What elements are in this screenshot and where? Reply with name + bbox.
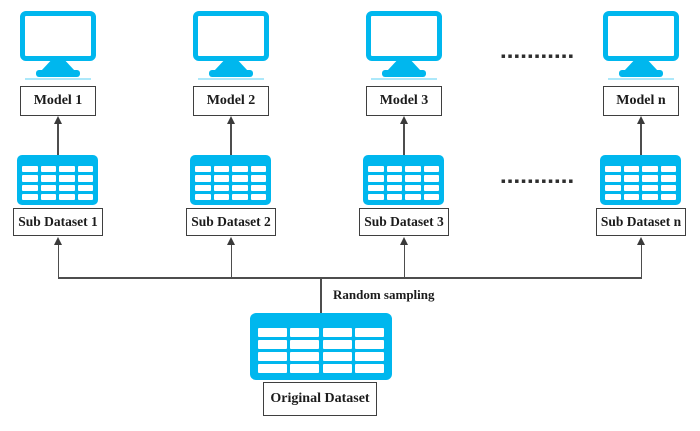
monitor-base [209, 70, 253, 77]
computer-monitor-icon [366, 11, 442, 81]
connector-feed-line [320, 277, 322, 314]
monitor-shadow [371, 78, 437, 80]
arrowhead-up-icon [399, 116, 408, 124]
sub-dataset-table-icon [363, 155, 444, 205]
ensemble-column-n: Model n Sub Dataset n [596, 0, 686, 240]
computer-monitor-icon [193, 11, 269, 81]
original-dataset-table-icon [250, 313, 392, 380]
arrowhead-up-icon [637, 237, 645, 245]
arrowhead-up-icon [54, 237, 62, 245]
arrow-dataset-to-model [230, 122, 232, 156]
connector-branch-line-2 [230, 243, 233, 278]
monitor-stand [41, 59, 75, 71]
monitor-base [382, 70, 426, 77]
arrow-dataset-to-model [403, 122, 405, 156]
arrowhead-up-icon [400, 237, 408, 245]
original-dataset-box: Original Dataset [263, 382, 377, 416]
ellipsis-dots-datasets: ▪▪▪▪▪▪▪▪▪▪▪ [501, 177, 576, 185]
arrow-dataset-to-model [640, 122, 642, 156]
arrowhead-up-icon [227, 237, 235, 245]
sub-dataset-n-box: Sub Dataset n [596, 208, 686, 236]
monitor-stand [214, 59, 248, 71]
monitor-stand [624, 59, 658, 71]
model-n-box: Model n [603, 86, 679, 116]
arrowhead-up-icon [636, 116, 645, 124]
sub-dataset-3-box: Sub Dataset 3 [359, 208, 449, 236]
arrowhead-up-icon [226, 116, 235, 124]
model-2-box: Model 2 [193, 86, 269, 116]
connector-branch-line-1 [57, 243, 60, 278]
sub-dataset-table-icon [17, 155, 98, 205]
monitor-base [36, 70, 80, 77]
model-1-box: Model 1 [20, 86, 96, 116]
random-sampling-label: Random sampling [333, 287, 435, 302]
monitor-stand [387, 59, 421, 71]
monitor-screen [193, 11, 269, 61]
arrowhead-up-icon [53, 116, 62, 124]
monitor-screen [20, 11, 96, 61]
sub-dataset-1-box: Sub Dataset 1 [13, 208, 103, 236]
model-3-box: Model 3 [366, 86, 442, 116]
connector-branch-line-3 [403, 243, 406, 278]
monitor-shadow [608, 78, 674, 80]
computer-monitor-icon [20, 11, 96, 81]
monitor-shadow [198, 78, 264, 80]
monitor-shadow [25, 78, 91, 80]
ensemble-column-1: Model 1 Sub Dataset 1 [13, 0, 103, 240]
arrow-dataset-to-model [57, 122, 59, 156]
monitor-screen [603, 11, 679, 61]
connector-branch-line-n [640, 243, 643, 278]
computer-monitor-icon [603, 11, 679, 81]
ensemble-column-3: Model 3 Sub Dataset 3 [359, 0, 449, 240]
connector-horizontal-line [58, 277, 642, 279]
sub-dataset-table-icon [190, 155, 271, 205]
sub-dataset-table-icon [600, 155, 681, 205]
ellipsis-dots-models: ▪▪▪▪▪▪▪▪▪▪▪ [501, 52, 576, 60]
ensemble-column-2: Model 2 Sub Dataset 2 [186, 0, 276, 240]
monitor-base [619, 70, 663, 77]
monitor-screen [366, 11, 442, 61]
sub-dataset-2-box: Sub Dataset 2 [186, 208, 276, 236]
